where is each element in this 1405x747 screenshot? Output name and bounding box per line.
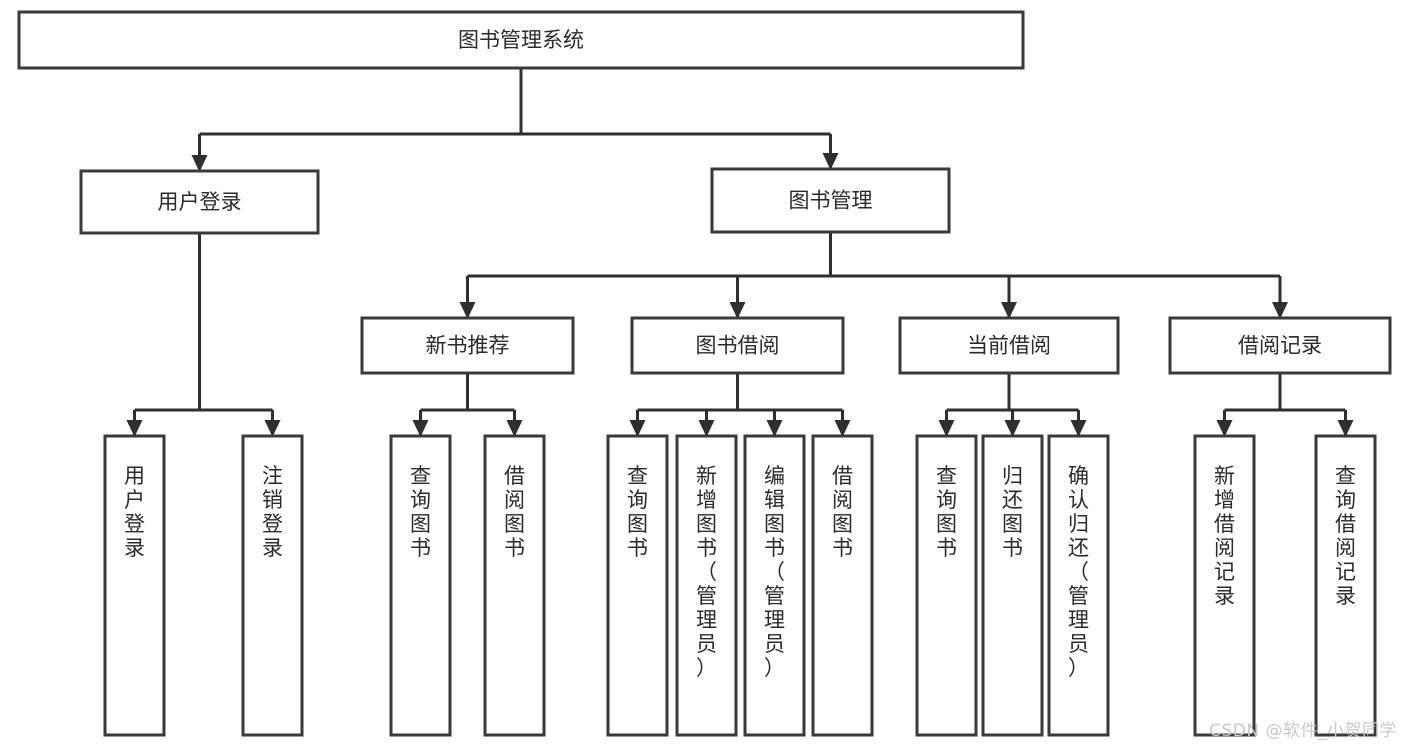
node-label: 查询图书 [936,464,957,560]
node-leaf-edit-book[interactable]: 编辑图书（管理员） [743,434,806,737]
node-box [710,167,951,234]
arrow-head-icon [1070,420,1087,437]
node-box [483,434,546,737]
node-box [915,434,978,737]
edges-layer [126,68,1354,437]
node-label: 用户登录 [124,464,145,560]
node-label: 查询图书 [627,464,648,560]
node-box [606,434,669,737]
node-label: 新增图书（管理员） [696,464,717,680]
node-label: 图书借阅 [696,334,780,358]
node-label: 图书管理 [789,189,873,213]
node-label: 借阅图书 [832,464,853,560]
arrow-head-icon [412,420,429,437]
node-box [675,434,738,737]
node-box [79,169,320,235]
node-label: 新书推荐 [426,334,510,358]
arrow-head-icon [1001,302,1017,319]
edge-group-new-book-rec [412,373,523,437]
node-label: 归还图书 [1002,464,1023,560]
edge-group-book-manage [459,232,1288,319]
arrow-head-icon [766,420,783,437]
node-box [743,434,806,737]
arrow-head-icon [1337,420,1354,437]
arrow-head-icon [629,420,646,437]
node-leaf-logout[interactable]: 注销登录 [241,434,304,737]
arrow-head-icon [1216,420,1233,437]
node-label: 查询图书 [410,464,431,560]
node-box [17,10,1025,70]
node-leaf-query-book-1[interactable]: 查询图书 [389,434,452,737]
node-label: 注销登录 [262,464,283,560]
arrow-head-icon [729,302,746,319]
node-box [1314,434,1377,737]
node-box [1193,434,1256,737]
node-label: 图书管理系统 [458,28,584,52]
arrow-head-icon [698,420,715,437]
arrow-head-icon [1004,420,1021,437]
node-leaf-borrow-book-1[interactable]: 借阅图书 [483,434,546,737]
node-new-book-rec[interactable]: 新书推荐 [360,316,575,375]
node-book-manage[interactable]: 图书管理 [710,167,951,234]
node-box [389,434,452,737]
edge-group-borrow-record [1216,373,1354,437]
node-root[interactable]: 图书管理系统 [17,10,1025,70]
node-label: 新增借阅记录 [1214,464,1235,608]
nodes-layer: 图书管理系统用户登录图书管理新书推荐图书借阅当前借阅借阅记录用户登录注销登录查询… [17,10,1392,737]
node-box [360,316,575,375]
arrow-head-icon [506,420,523,437]
node-box [981,434,1044,737]
node-box [898,316,1120,375]
node-box [1047,434,1110,737]
node-label: 确认归还（管理员） [1068,464,1089,680]
node-box [630,316,845,375]
arrow-head-icon [191,155,208,172]
node-user-login[interactable]: 用户登录 [79,169,320,235]
node-leaf-query-book-3[interactable]: 查询图书 [915,434,978,737]
node-leaf-borrow-book-2[interactable]: 借阅图书 [811,434,874,737]
arrow-head-icon [822,153,839,170]
node-box [811,434,874,737]
arrow-head-icon [1272,302,1288,319]
arrow-head-icon [834,420,851,437]
node-label: 用户登录 [158,190,242,214]
node-box [103,434,166,737]
node-leaf-query-record[interactable]: 查询借阅记录 [1314,434,1377,737]
node-label: 编辑图书（管理员） [764,464,785,680]
node-current-borrow[interactable]: 当前借阅 [898,316,1120,375]
node-leaf-add-book[interactable]: 新增图书（管理员） [675,434,738,737]
arrow-head-icon [459,302,476,319]
node-label: 当前借阅 [967,334,1051,358]
arrow-head-icon [938,420,955,437]
node-leaf-add-record[interactable]: 新增借阅记录 [1193,434,1256,737]
arrow-head-icon [264,420,281,437]
node-book-borrow[interactable]: 图书借阅 [630,316,845,375]
watermark: CSDN @软件_小贺同学 [1209,721,1397,741]
node-label: 查询借阅记录 [1335,464,1356,608]
node-label: 借阅图书 [504,464,525,560]
arrow-head-icon [126,420,143,437]
edge-group-book-borrow [629,373,851,437]
edge-group-root [191,68,839,172]
node-label: 借阅记录 [1238,334,1322,358]
node-leaf-user-login[interactable]: 用户登录 [103,434,166,737]
edge-group-current-borrow [938,373,1087,437]
edge-group-user-login [126,233,281,437]
node-leaf-confirm-return[interactable]: 确认归还（管理员） [1047,434,1110,737]
node-borrow-record[interactable]: 借阅记录 [1168,316,1392,375]
node-leaf-query-book-2[interactable]: 查询图书 [606,434,669,737]
node-box [241,434,304,737]
node-box [1168,316,1392,375]
node-leaf-return-book[interactable]: 归还图书 [981,434,1044,737]
